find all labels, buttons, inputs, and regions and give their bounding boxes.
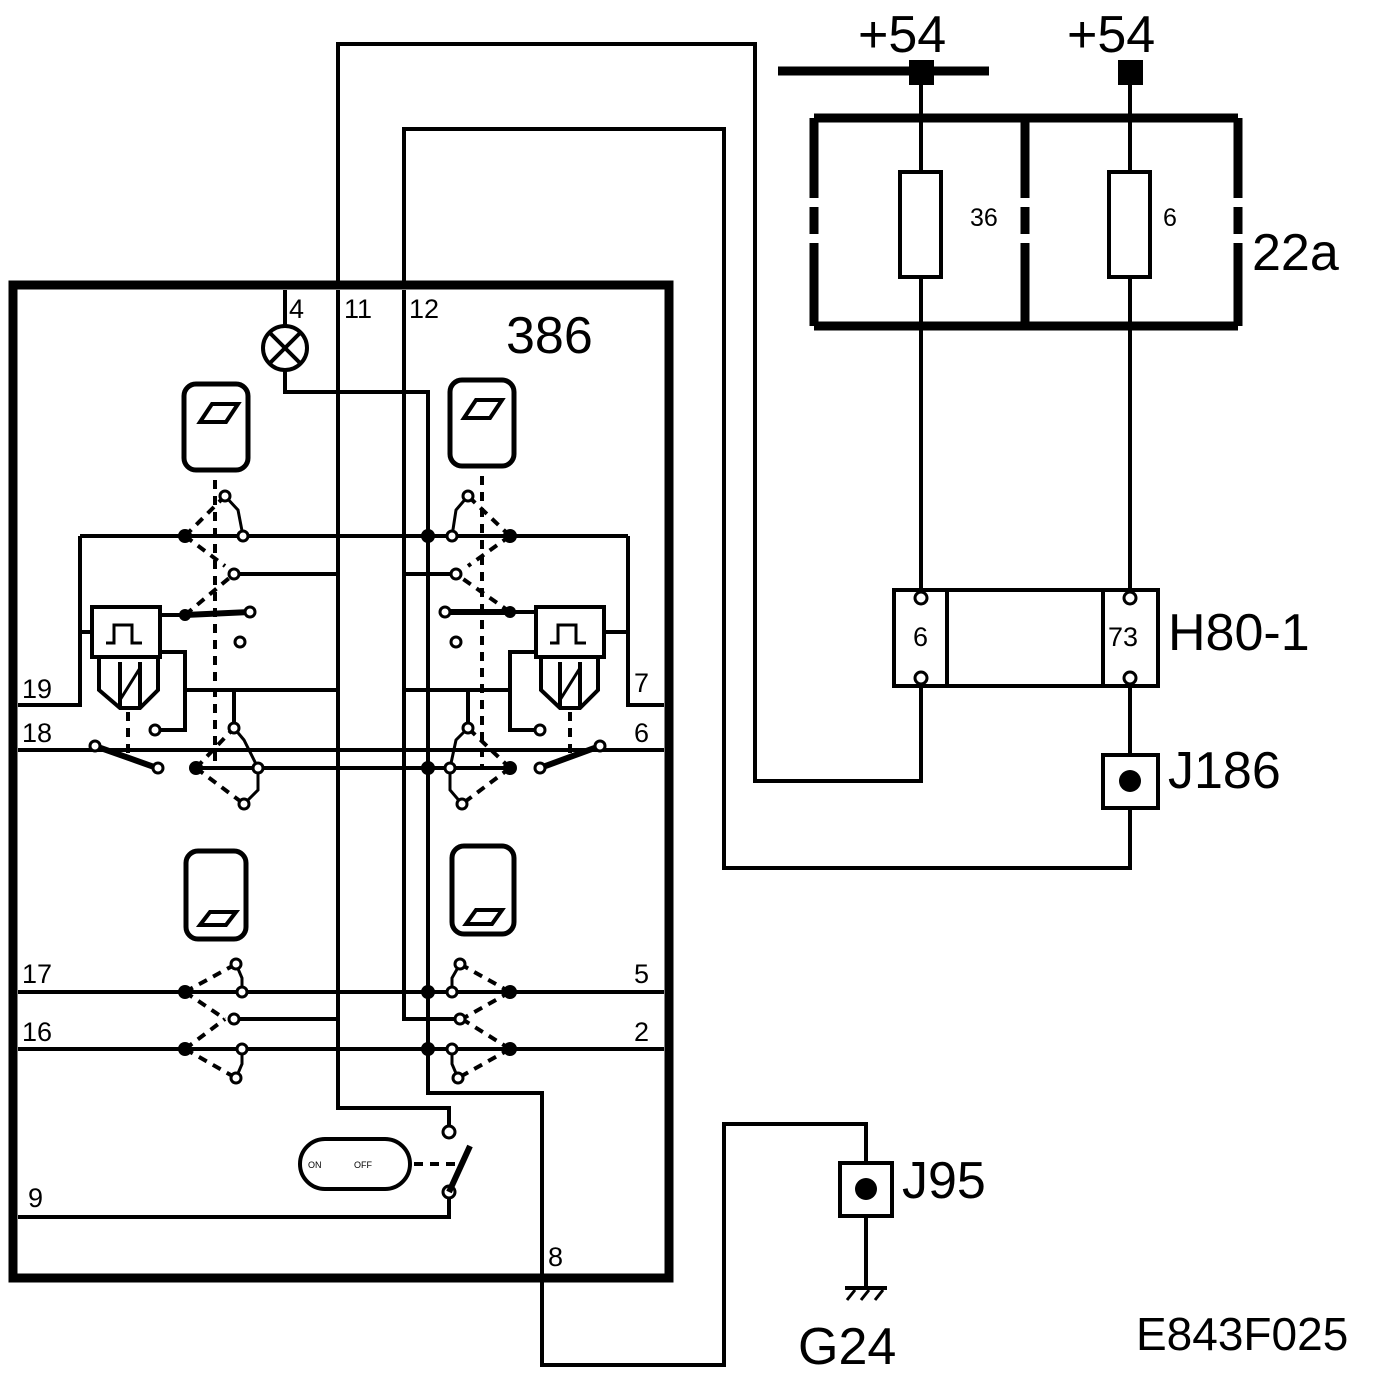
switch-contacts-right-down — [445, 957, 512, 1085]
connector-h80-1: 6 73 H80-1 — [892, 588, 1310, 688]
module-pin-4: 4 — [289, 294, 304, 324]
module-pin-12: 12 — [409, 294, 439, 324]
fuse-6-number: 6 — [1163, 204, 1177, 232]
module-pin-5: 5 — [634, 959, 649, 989]
module-pin-19: 19 — [22, 674, 52, 704]
window-down-button-right — [449, 843, 517, 937]
module-pin-11: 11 — [344, 294, 372, 324]
connector-label: H80-1 — [1168, 604, 1310, 662]
supply-terminal-1 — [909, 60, 934, 85]
module-pin-9: 9 — [28, 1183, 43, 1213]
switch-contacts-left-mid — [194, 690, 265, 811]
junction-j186-label: J186 — [1168, 742, 1281, 800]
window-up-button-left — [181, 381, 251, 473]
window-down-button-left — [183, 848, 249, 942]
fuse-6 — [1107, 170, 1152, 279]
switch-contacts-right-mid — [443, 690, 512, 811]
supply-terminal-2 — [1118, 60, 1143, 85]
switch-module: 386 4 11 12 19 18 17 16 9 7 6 5 2 8 — [8, 280, 674, 1283]
module-pin-18: 18 — [22, 718, 52, 748]
master-switch-off-label: OFF — [354, 1160, 372, 1170]
ground-g24: G24 — [798, 1216, 896, 1376]
power-supply: +54 +54 — [778, 6, 1155, 590]
module-pin-2: 2 — [634, 1017, 649, 1047]
junction-j186: J186 — [1101, 686, 1281, 810]
window-up-button-right — [447, 377, 517, 469]
supply-label-1: +54 — [858, 6, 946, 64]
module-pin-8: 8 — [548, 1242, 563, 1272]
indicator-lamp-icon — [261, 290, 430, 545]
supply-label-2: +54 — [1067, 6, 1155, 64]
switch-contacts-right-up — [438, 476, 536, 770]
module-pin-7: 7 — [634, 668, 649, 698]
switch-module-label: 386 — [506, 307, 593, 365]
fuse-36-number: 36 — [970, 204, 998, 232]
relay-module-left — [80, 605, 187, 775]
master-switch-on-label: ON — [308, 1160, 322, 1170]
junction-j95-label: J95 — [902, 1152, 986, 1210]
junction-j95: J95 — [838, 1152, 986, 1218]
module-pin-16: 16 — [22, 1017, 52, 1047]
module-pin-6: 6 — [634, 718, 649, 748]
external-wires — [336, 42, 1132, 1367]
ground-label: G24 — [798, 1318, 896, 1376]
diagram-code: E843F025 — [1136, 1308, 1348, 1360]
switch-contacts-left-down — [183, 957, 249, 1085]
connector-pin-6: 6 — [913, 622, 928, 652]
module-pin-17: 17 — [22, 959, 52, 989]
master-switch: ON OFF — [298, 1124, 473, 1200]
fuse-box: 36 6 22a — [809, 113, 1339, 331]
relay-module-right — [508, 605, 628, 775]
fuse-box-label: 22a — [1252, 224, 1339, 282]
switch-contacts-left-up — [160, 480, 257, 770]
fuse-36 — [898, 170, 943, 279]
connector-pin-73: 73 — [1108, 622, 1138, 652]
